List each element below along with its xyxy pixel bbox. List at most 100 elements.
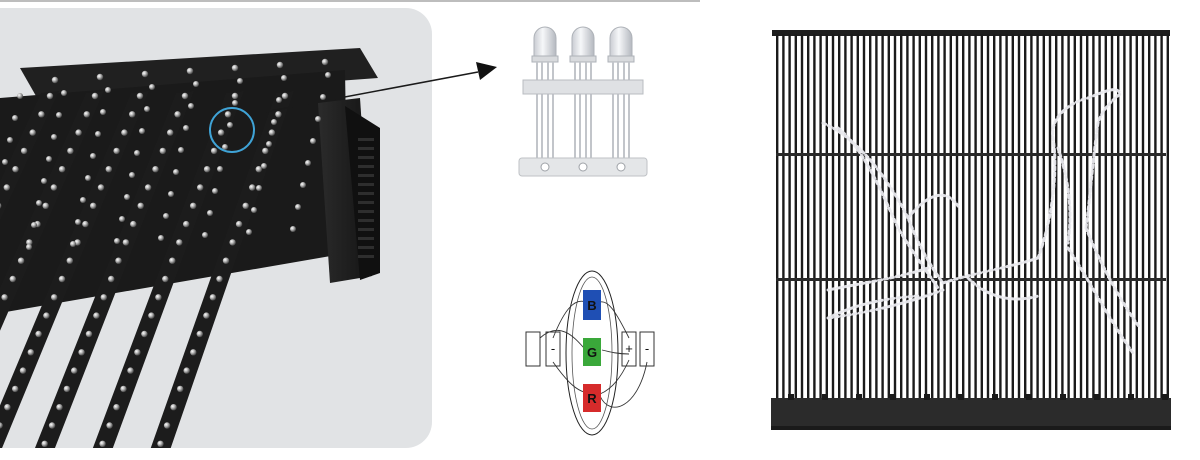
led-bead <box>237 78 243 84</box>
wire <box>539 330 585 349</box>
led-bead <box>113 147 120 155</box>
highlight-circle <box>209 107 255 153</box>
led-bead <box>26 239 33 246</box>
led-bead <box>320 94 326 100</box>
led-bead <box>113 404 120 411</box>
led-bead <box>26 244 32 250</box>
led-bead <box>61 90 67 96</box>
screen-strip <box>1110 34 1114 400</box>
led-bead <box>12 385 19 393</box>
wire <box>599 361 648 408</box>
led-bead <box>227 122 233 128</box>
arrow-head-icon <box>476 62 497 80</box>
led-bead <box>43 312 50 319</box>
chip-green <box>583 338 601 366</box>
led-bead <box>136 92 144 100</box>
led-bead <box>12 166 19 173</box>
module-fin <box>358 237 374 240</box>
screen-strip <box>869 34 872 400</box>
screen-strip <box>1042 34 1045 400</box>
mesh-plate <box>0 70 348 313</box>
led-bead <box>129 111 136 118</box>
led-bead <box>168 191 174 197</box>
led-bead <box>202 232 208 238</box>
dolphin-image <box>821 88 1142 355</box>
led-rim <box>607 55 635 63</box>
led-bead <box>96 73 104 81</box>
module-fin <box>358 156 374 159</box>
led-bead <box>173 169 179 175</box>
led-bead <box>295 204 301 210</box>
screen-strip <box>881 34 884 400</box>
led-bead <box>17 257 25 264</box>
led-bead <box>82 220 89 228</box>
screen-strip <box>1030 34 1033 400</box>
led-bead <box>4 404 11 411</box>
led-bead <box>46 156 52 162</box>
led-bead <box>108 275 115 283</box>
led-bead <box>268 129 276 136</box>
led-mesh-closeup <box>0 8 432 448</box>
screen-strip <box>850 34 853 400</box>
led-bead <box>255 166 262 173</box>
led-bead <box>183 220 190 228</box>
led-bead <box>51 76 59 84</box>
led-bead <box>75 129 82 136</box>
screen-strip <box>1024 34 1027 400</box>
led-bead <box>17 93 23 99</box>
led-bead <box>188 103 194 109</box>
screen-strip <box>900 34 903 400</box>
terminal-sign-left-inner: - <box>551 341 555 356</box>
base-tick <box>992 394 998 400</box>
led-rim <box>531 55 559 63</box>
screen-strip <box>931 34 934 400</box>
led-bead <box>174 111 181 118</box>
screen-strip <box>993 34 996 400</box>
led-bead <box>275 111 282 118</box>
module-fin <box>358 246 374 249</box>
led-dome <box>609 26 633 57</box>
led-bead <box>0 422 3 429</box>
screen-strip <box>776 34 779 400</box>
screen-strip <box>1129 34 1132 400</box>
screen-strip <box>1061 34 1064 400</box>
led-bead <box>235 220 243 228</box>
mesh-screen-display <box>771 30 1171 430</box>
led-bead <box>70 241 76 247</box>
screen-strip <box>794 34 797 400</box>
led-bead <box>35 330 42 338</box>
led-bead <box>197 184 204 191</box>
led-bead <box>129 172 135 178</box>
led-bead <box>262 147 269 155</box>
led-bead <box>209 294 217 301</box>
led-bead <box>178 147 184 153</box>
led-bead <box>2 159 8 165</box>
screen-strip <box>1154 34 1157 400</box>
screen-base-module <box>771 398 1171 426</box>
led-bead <box>170 404 177 411</box>
led-bead <box>217 129 225 136</box>
screen-strip <box>819 34 822 400</box>
led-dome <box>571 26 595 57</box>
screen-strip <box>918 34 921 400</box>
screen-strip <box>1067 34 1070 400</box>
led-bead <box>203 312 210 319</box>
led-bead <box>80 197 86 203</box>
module-fin <box>358 183 374 186</box>
led-bead <box>183 367 190 374</box>
screen-strip <box>887 34 890 400</box>
screen-strips <box>776 34 1169 400</box>
led-bead <box>134 349 141 356</box>
led-bead <box>232 100 238 106</box>
led-bead <box>90 153 96 159</box>
led-bead <box>256 185 262 191</box>
led-bead <box>190 202 197 209</box>
base-tick <box>924 394 930 400</box>
base-tick <box>788 394 794 400</box>
led-bead <box>231 64 239 72</box>
led-strip <box>92 91 244 448</box>
inner-ellipse <box>571 276 613 430</box>
holder-hole <box>578 162 588 172</box>
led-bead <box>305 160 311 166</box>
led-bead <box>105 87 111 93</box>
